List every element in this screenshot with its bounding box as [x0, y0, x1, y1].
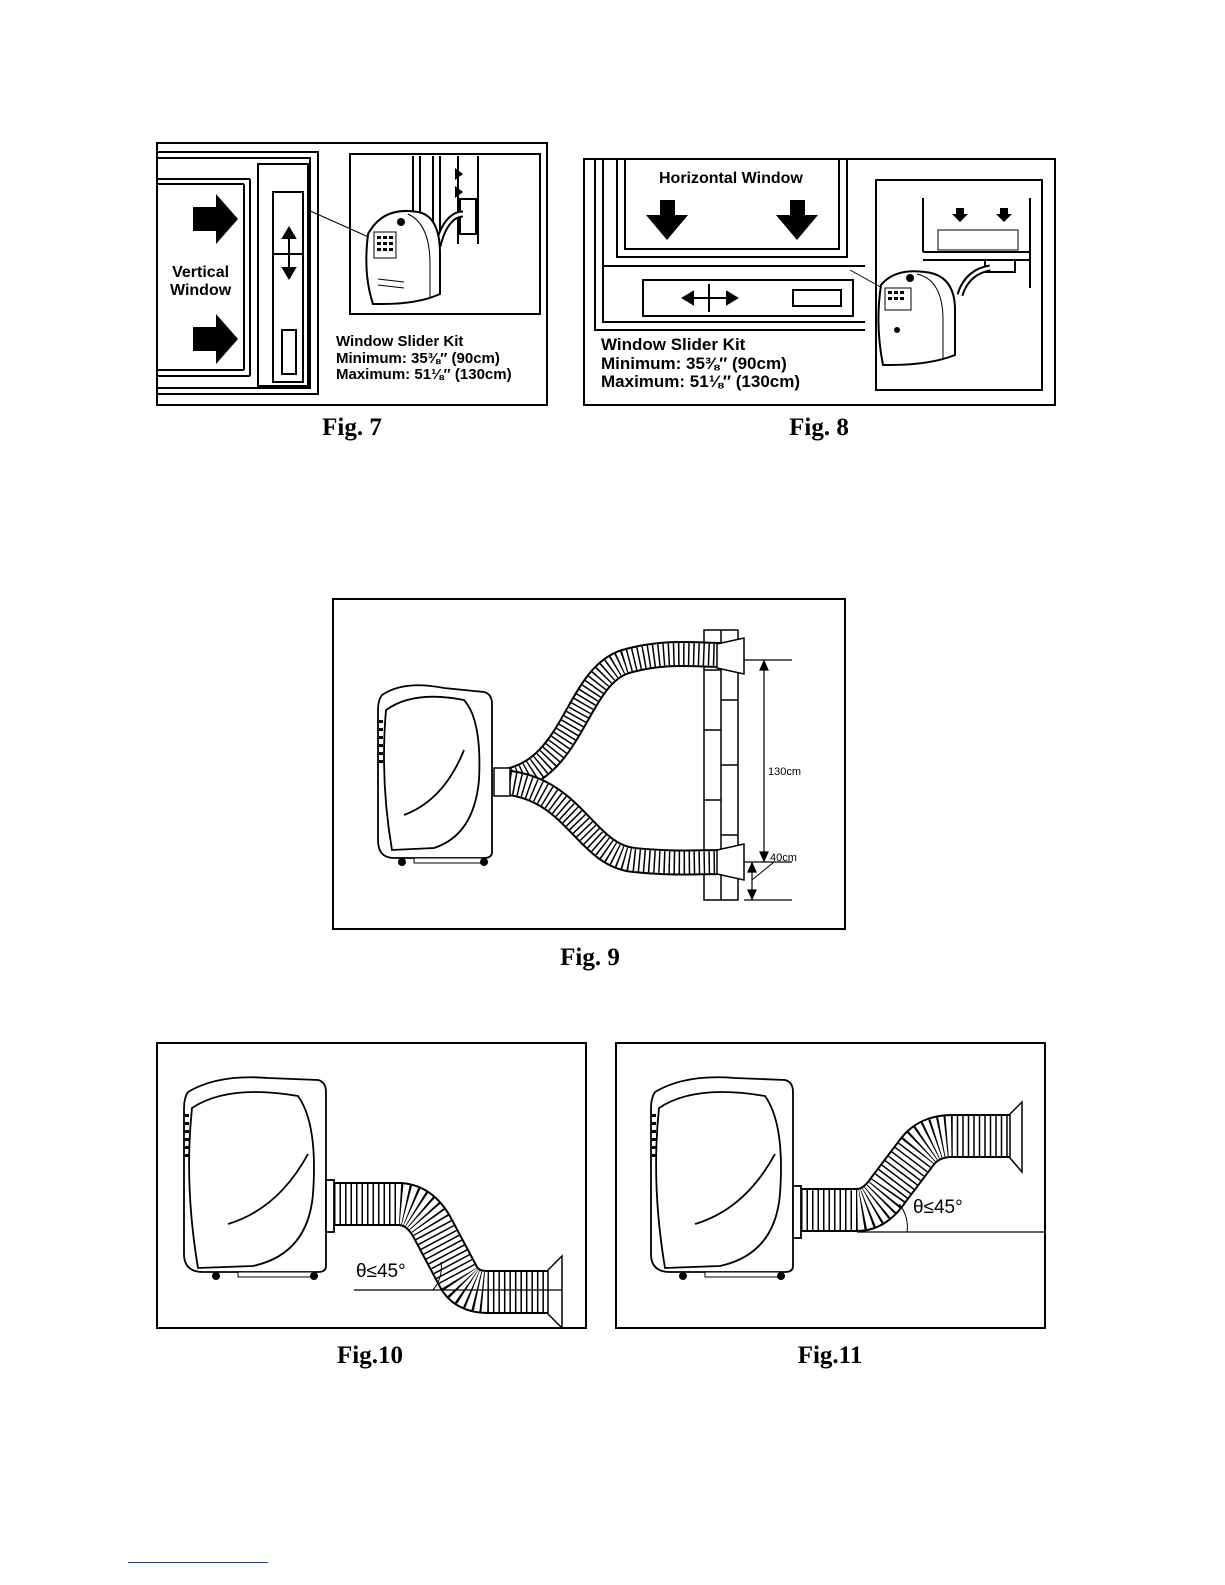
fig7-kit-min: Minimum: 35⅜″ (90cm): [336, 351, 512, 368]
fig9-caption: Fig. 9: [530, 944, 650, 972]
fig8-kit-min: Minimum: 35⅜″ (90cm): [601, 355, 800, 374]
fig8-panel: Horizontal Window Window Slider Kit Mini…: [583, 158, 1056, 406]
fig10-illustration: [158, 1044, 587, 1329]
fig11-illustration: [617, 1044, 1046, 1329]
fig7-window-label-line1: Vertical: [170, 264, 231, 282]
fig10-caption: Fig.10: [310, 1342, 430, 1370]
fig7-kit-max: Maximum: 51⅛″ (130cm): [336, 367, 512, 384]
fig11-angle-label: θ≤45°: [913, 1198, 963, 1219]
fig7-panel: Vertical Window Window Slider Kit Minimu…: [156, 142, 548, 406]
fig8-kit-max: Maximum: 51⅛″ (130cm): [601, 373, 800, 392]
fig8-window-label: Horizontal Window: [657, 170, 805, 188]
fig9-illustration: [334, 600, 846, 930]
fig7-window-label-line2: Window: [170, 282, 231, 300]
fig9-dim-lower: 40cm: [770, 852, 797, 864]
fig7-kit-spec: Window Slider Kit Minimum: 35⅜″ (90cm) M…: [336, 334, 512, 384]
fig11-panel: θ≤45°: [615, 1042, 1046, 1329]
fig7-window-label: Vertical Window: [170, 264, 231, 299]
fig8-kit-spec: Window Slider Kit Minimum: 35⅜″ (90cm) M…: [601, 336, 800, 392]
fig10-angle-label: θ≤45°: [356, 1262, 406, 1283]
fig7-caption: Fig. 7: [292, 414, 412, 442]
fig10-panel: θ≤45°: [156, 1042, 587, 1329]
fig8-caption: Fig. 8: [759, 414, 879, 442]
fig8-kit-title: Window Slider Kit: [601, 336, 800, 355]
footnote-rule: [128, 1562, 268, 1563]
fig7-kit-title: Window Slider Kit: [336, 334, 512, 351]
fig9-panel: 130cm 40cm: [332, 598, 846, 930]
fig11-caption: Fig.11: [770, 1342, 890, 1370]
fig9-dim-upper: 130cm: [768, 766, 801, 778]
